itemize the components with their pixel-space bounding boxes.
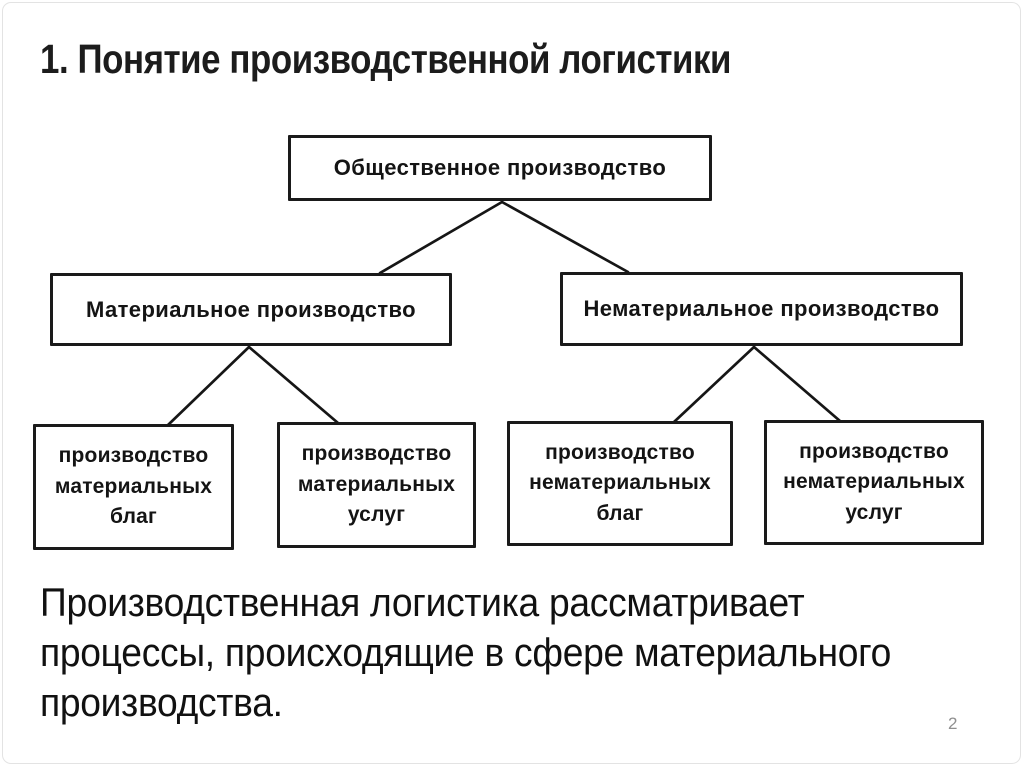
diagram-node-material-goods: производство материальных благ	[33, 424, 234, 550]
diagram-node-material-services: производство материальных услуг	[277, 422, 476, 548]
page-number: 2	[948, 714, 958, 733]
diagram-node-material-production: Материальное производство	[50, 273, 452, 346]
page-title: 1. Понятие производственной логистики	[40, 36, 732, 82]
body-line-2: процессы, происходящие в сфере материаль…	[40, 631, 892, 675]
diagram-node-nonmaterial-services: производство нематериальных услуг	[764, 420, 984, 545]
diagram-node-social-production: Общественное производство	[288, 135, 712, 201]
body-line-3: производства.	[40, 681, 283, 725]
diagram-node-nonmaterial-goods: производство нематериальных благ	[507, 421, 733, 546]
body-paragraph: Производственная логистика рассматривает…	[40, 578, 955, 728]
body-line-1: Производственная логистика рассматривает	[40, 581, 805, 625]
diagram-node-nonmaterial-production: Нематериальное производство	[560, 272, 963, 346]
